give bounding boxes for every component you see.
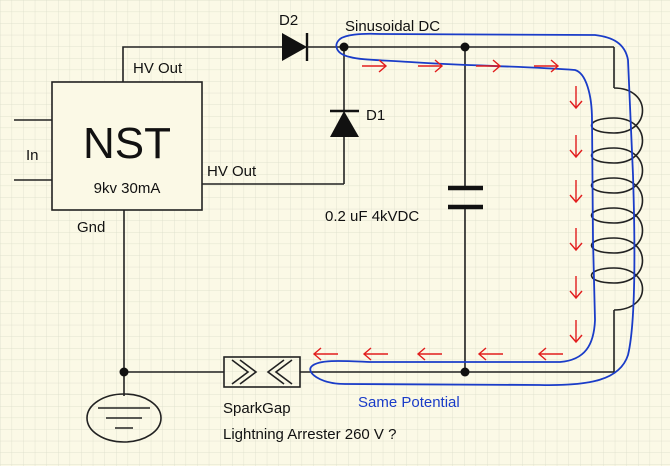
capacitor-label: 0.2 uF 4kVDC xyxy=(325,208,419,225)
ground-circle xyxy=(86,393,162,443)
diode-d1-triangle xyxy=(330,111,359,137)
arrow-left xyxy=(537,347,563,361)
junction-dot xyxy=(339,42,349,52)
spark-gap: SparkGap Lightning Arrester 260 V ? xyxy=(124,356,396,443)
d1-label: D1 xyxy=(366,107,385,124)
arrow-down xyxy=(569,135,583,159)
lightning-arrester-label: Lightning Arrester 260 V ? xyxy=(223,426,396,443)
arrow-down xyxy=(569,320,583,344)
in-label: In xyxy=(26,147,39,164)
d2-label: D2 xyxy=(279,12,298,29)
hv-out-bottom-label: HV Out xyxy=(207,163,257,180)
junction-dot xyxy=(460,367,470,377)
hv-out-top-wire: HV Out xyxy=(122,46,282,82)
ground-symbol: Gnd xyxy=(77,210,162,443)
diode-d2-triangle xyxy=(282,33,307,61)
current-arrows-right xyxy=(569,86,583,344)
junction-dot xyxy=(119,367,129,377)
same-potential-label: Same Potential xyxy=(358,394,460,411)
junction-dots xyxy=(119,42,470,377)
sinusoidal-dc-label: Sinusoidal DC xyxy=(345,18,440,35)
capacitor: 0.2 uF 4kVDC xyxy=(325,47,483,372)
arrow-right xyxy=(362,59,388,73)
hv-out-bottom-wire: HV Out xyxy=(202,163,344,185)
nst-box xyxy=(51,81,203,211)
gnd-label: Gnd xyxy=(77,219,105,236)
loop-outline xyxy=(309,32,636,386)
diode-d1: D1 xyxy=(330,47,385,184)
arrow-left xyxy=(416,347,442,361)
input-leads: In xyxy=(14,119,52,181)
nst-label: NST xyxy=(83,119,171,168)
coil-turns xyxy=(590,87,644,311)
nst-rating-label: 9kv 30mA xyxy=(94,180,161,197)
arrow-right xyxy=(534,59,560,73)
arrow-left xyxy=(362,347,388,361)
arrow-down xyxy=(569,276,583,300)
current-arrows-top xyxy=(362,59,560,73)
junction-dot xyxy=(460,42,470,52)
arrow-left xyxy=(312,347,338,361)
arrow-right xyxy=(418,59,444,73)
hv-out-top-label: HV Out xyxy=(133,60,183,77)
arrow-down xyxy=(569,228,583,252)
current-arrows-bottom xyxy=(312,347,563,361)
inductor-coil xyxy=(590,47,644,372)
spark-gap-label: SparkGap xyxy=(223,400,291,417)
arrow-down xyxy=(569,86,583,110)
arrow-right xyxy=(476,59,502,73)
arrow-left xyxy=(477,347,503,361)
nst-transformer: NST 9kv 30mA xyxy=(51,81,203,211)
diode-d2: D2 xyxy=(279,12,344,61)
arrow-down xyxy=(569,180,583,204)
